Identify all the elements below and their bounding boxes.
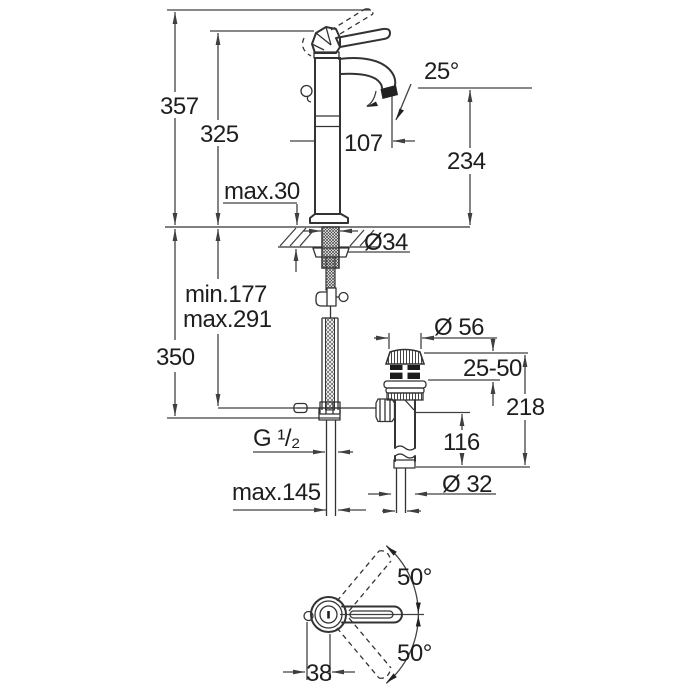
flex-hose	[318, 317, 341, 421]
dim-label-swing-down: 50°	[397, 640, 432, 667]
side-knob	[300, 84, 313, 98]
stream-angle-detail	[366, 83, 412, 121]
waste-flange-lower	[385, 387, 425, 394]
dim-label-hose-length: 350	[156, 344, 195, 371]
escutcheon-mid	[314, 600, 343, 629]
dim-label-total-height: 357	[160, 93, 199, 120]
dim-label-thread-size: G ¹/₂	[253, 425, 300, 452]
dim-label-waste-pipe-diameter: Ø 32	[442, 471, 492, 498]
waste-flange-upper	[383, 380, 427, 389]
lever-top-view	[341, 605, 403, 624]
dimension-labels: 357 325 max.30 107 25° 234 Ø34 min.177 m…	[156, 58, 545, 687]
dim-label-hose-min: min.177	[185, 281, 267, 308]
popup-rod-threaded	[325, 256, 336, 291]
dim-label-waste-lower-height: 116	[443, 429, 480, 456]
dim-label-max-side-reach: max.145	[232, 479, 321, 506]
dim-label-waste-deck-range: 25-50	[463, 355, 522, 382]
locknut	[312, 247, 350, 258]
side-knob-detail	[306, 95, 312, 103]
waste-strainer	[390, 365, 420, 379]
dim-label-spout-top-height: 325	[200, 121, 239, 148]
escutcheon-outer	[310, 596, 347, 633]
dim-label-waste-flange-diameter: Ø 56	[434, 314, 484, 341]
spout-aerator	[380, 85, 398, 99]
escutcheon-hub	[319, 605, 338, 624]
dimension-lines	[165, 9, 532, 514]
dim-label-shank-diameter: Ø34	[364, 229, 408, 256]
dim-38-lines	[283, 622, 355, 680]
faucet-body-column	[314, 57, 341, 215]
dim-label-hose-max: max.291	[183, 306, 272, 333]
handle-raised-dashed-outline	[301, 8, 374, 57]
dim-label-waste-height: 218	[506, 394, 545, 421]
waste-set	[375, 348, 427, 513]
supply-pipe	[325, 420, 337, 516]
dim-label-handle-offset: 38	[306, 660, 332, 687]
spout-top-edge	[338, 57, 397, 86]
waste-plug-cap	[384, 348, 426, 365]
handle-top-view	[283, 545, 424, 684]
swing-arc	[385, 545, 420, 684]
handle-head-facets	[311, 26, 332, 51]
dim-label-outlet-height: 234	[447, 148, 486, 175]
deck-hatch	[279, 227, 381, 247]
waste-body	[375, 398, 416, 513]
handle-ball	[303, 610, 314, 622]
spout-bottom-edge	[339, 72, 383, 89]
dim-label-spout-reach: 107	[344, 130, 383, 157]
faucet-side-view	[278, 8, 412, 516]
popup-rod-horizontal	[293, 401, 376, 415]
rod-clamp	[315, 287, 349, 307]
handle-swing-dashed	[336, 550, 392, 679]
lever-handle	[335, 27, 391, 48]
dim-label-deck-thickness: max.30	[224, 178, 300, 205]
dim-label-swing-up: 50°	[397, 564, 432, 591]
dim-label-stream-angle: 25°	[424, 58, 459, 85]
lever-slot	[349, 610, 394, 619]
base-flare	[309, 213, 349, 224]
handle-head	[311, 26, 341, 54]
